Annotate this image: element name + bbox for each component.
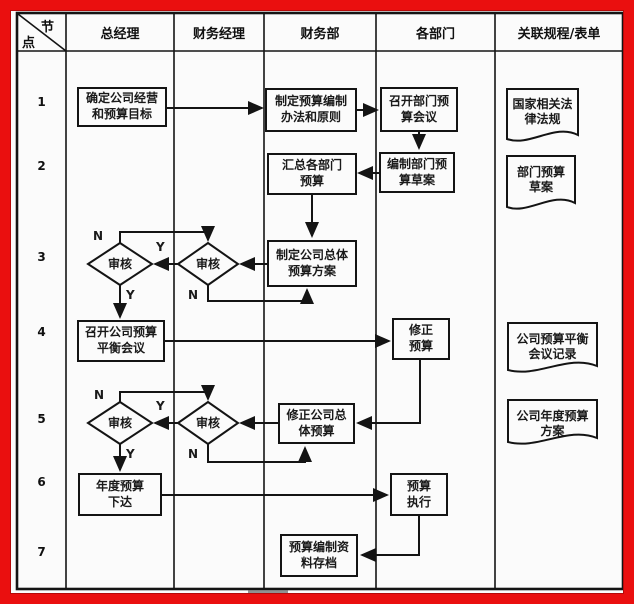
gm-review1-diamond [86, 241, 154, 287]
edge-revise-to-fd-revise [356, 360, 421, 430]
doc-balance-minutes-label: 公司预算平衡 会议记录 [516, 332, 589, 361]
row-number-2: 2 [37, 159, 46, 173]
table-outer-border [15, 11, 625, 591]
column-header-finance-dept: 财务部 [300, 26, 340, 42]
decision-shapes [86, 241, 240, 446]
gm-review2-label: 审核 [107, 415, 132, 430]
edges [113, 101, 426, 562]
fm-review1-label: 审核 [195, 256, 220, 271]
row-number-1: 1 [37, 95, 46, 109]
fm-review2-label: 审核 [195, 415, 220, 430]
node-dept-meeting: 召开部门预 算会议 [380, 87, 458, 132]
gm-review2-yes-label: Y [126, 447, 135, 461]
doc-annual-plan-label: 公司年度预算 方案 [516, 409, 589, 438]
fm-review1-diamond [176, 241, 240, 287]
corner-label-top: 节 [41, 20, 55, 35]
row-number-5: 5 [37, 412, 46, 426]
column-header-finance-manager: 财务经理 [192, 26, 245, 42]
node-overall-plan: 制定公司总体 预算方案 [267, 240, 357, 287]
fm-review1-yes-label: Y [156, 240, 165, 254]
node-archive: 预算编制资 料存档 [280, 534, 358, 577]
scan-artifact [248, 590, 288, 596]
dept-draft-document [506, 155, 576, 210]
corner-label-bottom: 点 [22, 36, 36, 51]
node-execute-budget: 预算 执行 [390, 473, 448, 516]
corner-diagonal [17, 13, 67, 52]
row-number-4: 4 [37, 325, 46, 339]
column-header-related-forms: 关联规程/表单 [517, 26, 601, 42]
document-shapes [506, 88, 598, 445]
edge-fm-review2-no-loop [207, 444, 312, 463]
node-issue-budget: 年度预算 下达 [78, 473, 162, 516]
laws-document [506, 88, 579, 142]
doc-laws-label: 国家相关法 律法规 [512, 97, 573, 126]
fm-review1-no-label: N [188, 288, 199, 302]
annual-plan-document [507, 399, 598, 445]
edge-gm-review2-no-loop [119, 385, 215, 402]
fm-review2-no-label: N [188, 447, 199, 461]
node-balance-meeting: 召开公司预算 平衡会议 [77, 320, 165, 362]
row-number-6: 6 [37, 475, 46, 489]
gm-review1-no-label: N [93, 229, 104, 243]
node-budget-method: 制定预算编制 办法和原则 [265, 88, 357, 132]
node-summarize-budgets: 汇总各部门 预算 [267, 153, 357, 195]
node-set-goals: 确定公司经营 和预算目标 [77, 87, 167, 127]
gm-review1-label: 审核 [107, 256, 132, 271]
gm-review2-diamond [86, 400, 154, 446]
balance-minutes-document [507, 322, 598, 373]
edge-fm-review1-no-loop [207, 285, 314, 304]
column-header-departments: 各部门 [415, 26, 455, 42]
row-number-3: 3 [37, 250, 46, 264]
gm-review1-yes-label: Y [126, 288, 135, 302]
node-dept-draft: 编制部门预 算草案 [379, 152, 455, 193]
node-revise-overall: 修正公司总 体预算 [278, 403, 355, 444]
row-number-7: 7 [37, 545, 46, 559]
fm-review2-diamond [176, 400, 240, 446]
doc-dept-draft-label: 部门预算 草案 [516, 165, 565, 194]
edge-gm-review1-no-loop [119, 226, 215, 243]
gm-review2-no-label: N [94, 388, 105, 402]
fm-review2-yes-label: Y [156, 399, 165, 413]
edge-execute-to-archive [360, 516, 420, 562]
node-revise-budget: 修正 预算 [392, 318, 450, 360]
column-header-general-manager: 总经理 [100, 26, 140, 42]
